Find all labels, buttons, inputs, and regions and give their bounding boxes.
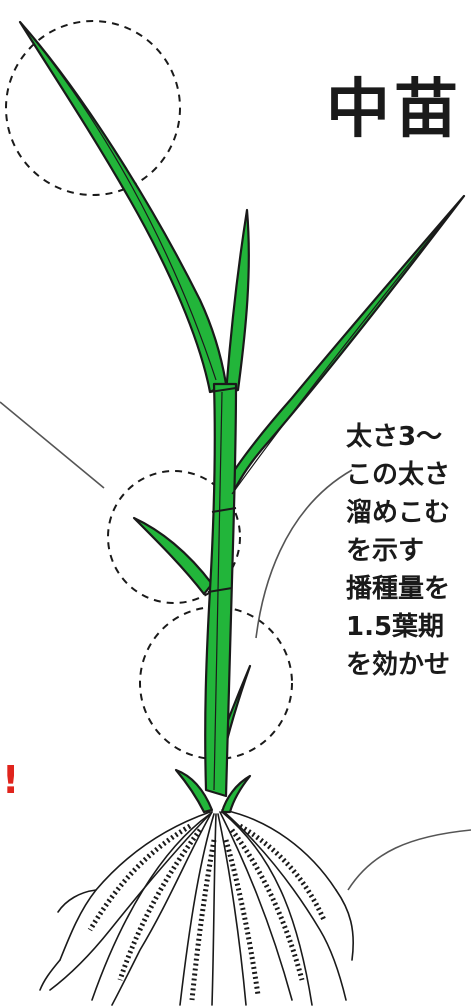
seedling-description: 太さ3〜 この太さ 溜めこむ を示す 播種量を 1.5葉期 を効かせ (346, 418, 450, 684)
coleoptile-left (174, 768, 214, 814)
description-line: 播種量を (346, 574, 451, 604)
root-hairs (87, 823, 327, 1001)
description-line: を示す (346, 536, 425, 566)
middle-leader-line (255, 469, 353, 639)
coleoptile-right (220, 774, 252, 814)
first-leaf-focus-circle (107, 470, 241, 604)
node-2 (211, 507, 237, 513)
root-leader-line (347, 829, 471, 891)
description-line: この太さ (346, 460, 451, 490)
narrow-top-leaf (224, 208, 250, 396)
title-heading: 中苗 (326, 73, 462, 147)
left-leader-line (0, 401, 105, 489)
first-small-leaf (132, 516, 214, 596)
long-upper-leaf (18, 20, 228, 394)
description-line: 太さ3〜 (346, 422, 443, 452)
leaf-tip-focus-circle (5, 20, 181, 196)
exclamation-mark: ! (2, 758, 20, 802)
node-3 (207, 587, 233, 593)
description-line: 溜めこむ (346, 498, 451, 528)
node-1 (209, 387, 237, 393)
description-line: を効かせ (346, 650, 451, 680)
root-system (39, 809, 355, 1006)
description-line: 1.5葉期 (346, 612, 445, 642)
